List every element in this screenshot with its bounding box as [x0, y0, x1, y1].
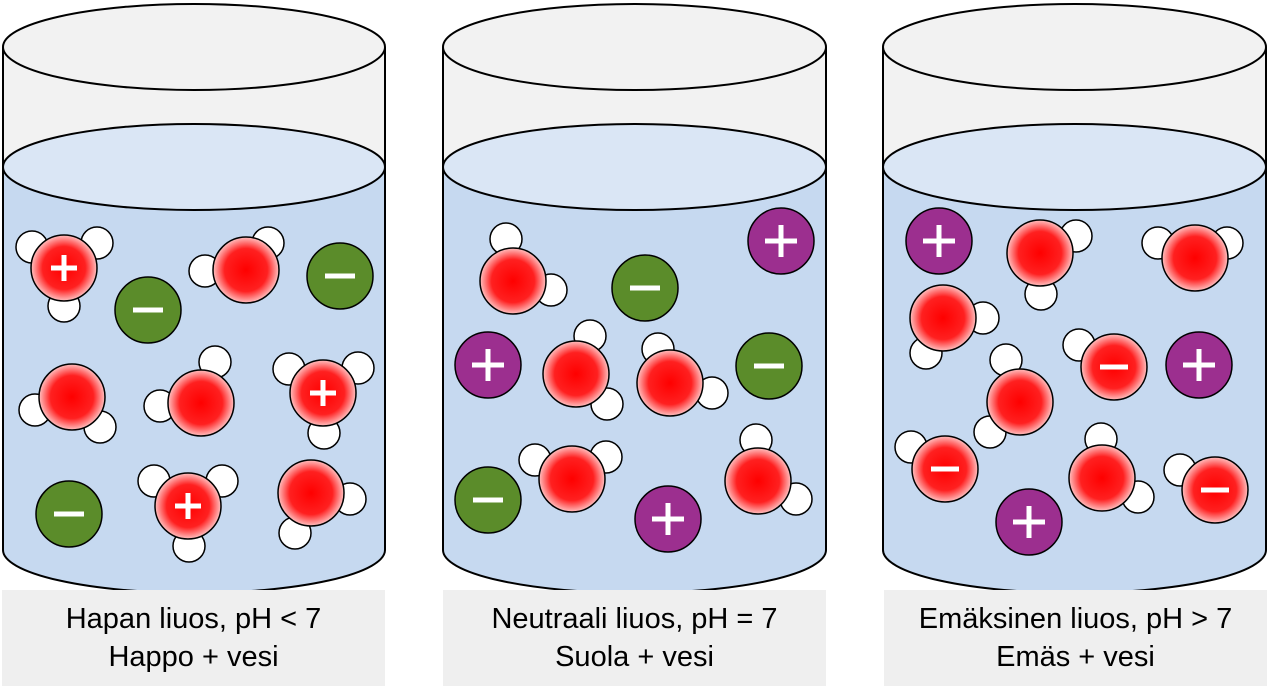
caption-acidic-title: Hapan liuos, pH < 7 [65, 603, 322, 635]
water-molecule [479, 247, 547, 315]
water-molecule [167, 369, 235, 437]
water-molecule [986, 368, 1054, 436]
plus-sign [310, 380, 336, 406]
caption-basic-title: Emäksinen liuos, pH > 7 [918, 603, 1233, 635]
plus-sign [765, 225, 797, 257]
water-molecule [1006, 219, 1074, 287]
plus-sign [175, 493, 201, 519]
plus-sign [51, 255, 77, 281]
caption-basic: Emäksinen liuos, pH > 7 Emäs + vesi [884, 590, 1267, 686]
caption-neutral: Neutraali liuos, pH = 7 Suola + vesi [443, 590, 826, 686]
liquid-surface [2, 123, 386, 211]
plus-sign [923, 225, 955, 257]
caption-neutral-subtitle: Suola + vesi [555, 641, 714, 673]
caption-acidic: Hapan liuos, pH < 7 Happo + vesi [2, 590, 385, 686]
plus-sign [1013, 506, 1045, 538]
liquid-surface [882, 123, 1267, 211]
beaker-rim [442, 3, 827, 91]
beaker-rim [2, 3, 386, 91]
caption-neutral-title: Neutraali liuos, pH = 7 [491, 603, 778, 635]
water-molecule [909, 284, 977, 352]
beaker-rim [882, 3, 1267, 91]
water-molecule [212, 236, 280, 304]
water-molecule [38, 363, 106, 431]
water-molecule [724, 447, 792, 515]
plus-sign [472, 349, 504, 381]
plus-sign [1183, 349, 1215, 381]
water-molecule [538, 445, 606, 513]
water-molecule [1161, 224, 1229, 292]
caption-acidic-subtitle: Happo + vesi [108, 641, 279, 673]
water-molecule [636, 349, 704, 417]
liquid-surface [442, 123, 827, 211]
water-molecule [542, 340, 610, 408]
water-molecule [1068, 444, 1136, 512]
plus-sign [652, 503, 684, 535]
caption-basic-subtitle: Emäs + vesi [996, 641, 1155, 673]
water-molecule [277, 459, 345, 527]
